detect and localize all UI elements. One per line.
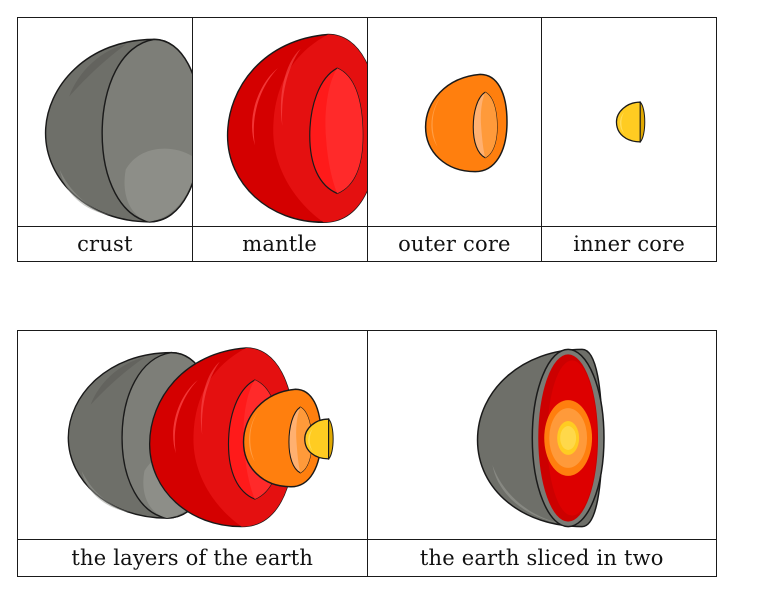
outer-core-illustration [424,73,508,173]
caption-layers-of-earth: the layers of the earth [18,540,368,576]
exploded-layers-illustration [67,347,334,528]
caption-inner-core: inner core [573,232,686,256]
mantle-illustration [226,33,367,224]
layers-separate-panel: crust mantle outer core inner core [17,17,717,262]
earth-composite-panel: the layers of the earth the earth sliced… [17,330,717,577]
caption-earth-sliced: the earth sliced in two [419,546,664,570]
layers-of-earth-cell [18,331,368,540]
inner-core-illustration [616,101,646,143]
caption-outer-core: outer core [368,227,543,261]
crust-cell [18,18,193,227]
inner-core-cell [542,18,716,227]
caption-mantle: mantle [193,227,368,261]
composite-caption-row: the layers of the earth the earth sliced… [18,539,716,576]
composite-image-row [18,331,716,540]
caption-crust: crust [18,227,193,261]
mantle-cell [193,18,368,227]
crust-illustration [44,38,192,223]
layers-image-row [18,18,716,227]
earth-sliced-cell [368,331,717,540]
sliced-earth-illustration [476,348,605,528]
outer-core-cell [368,18,543,227]
layers-caption-row: crust mantle outer core inner core [18,226,716,261]
